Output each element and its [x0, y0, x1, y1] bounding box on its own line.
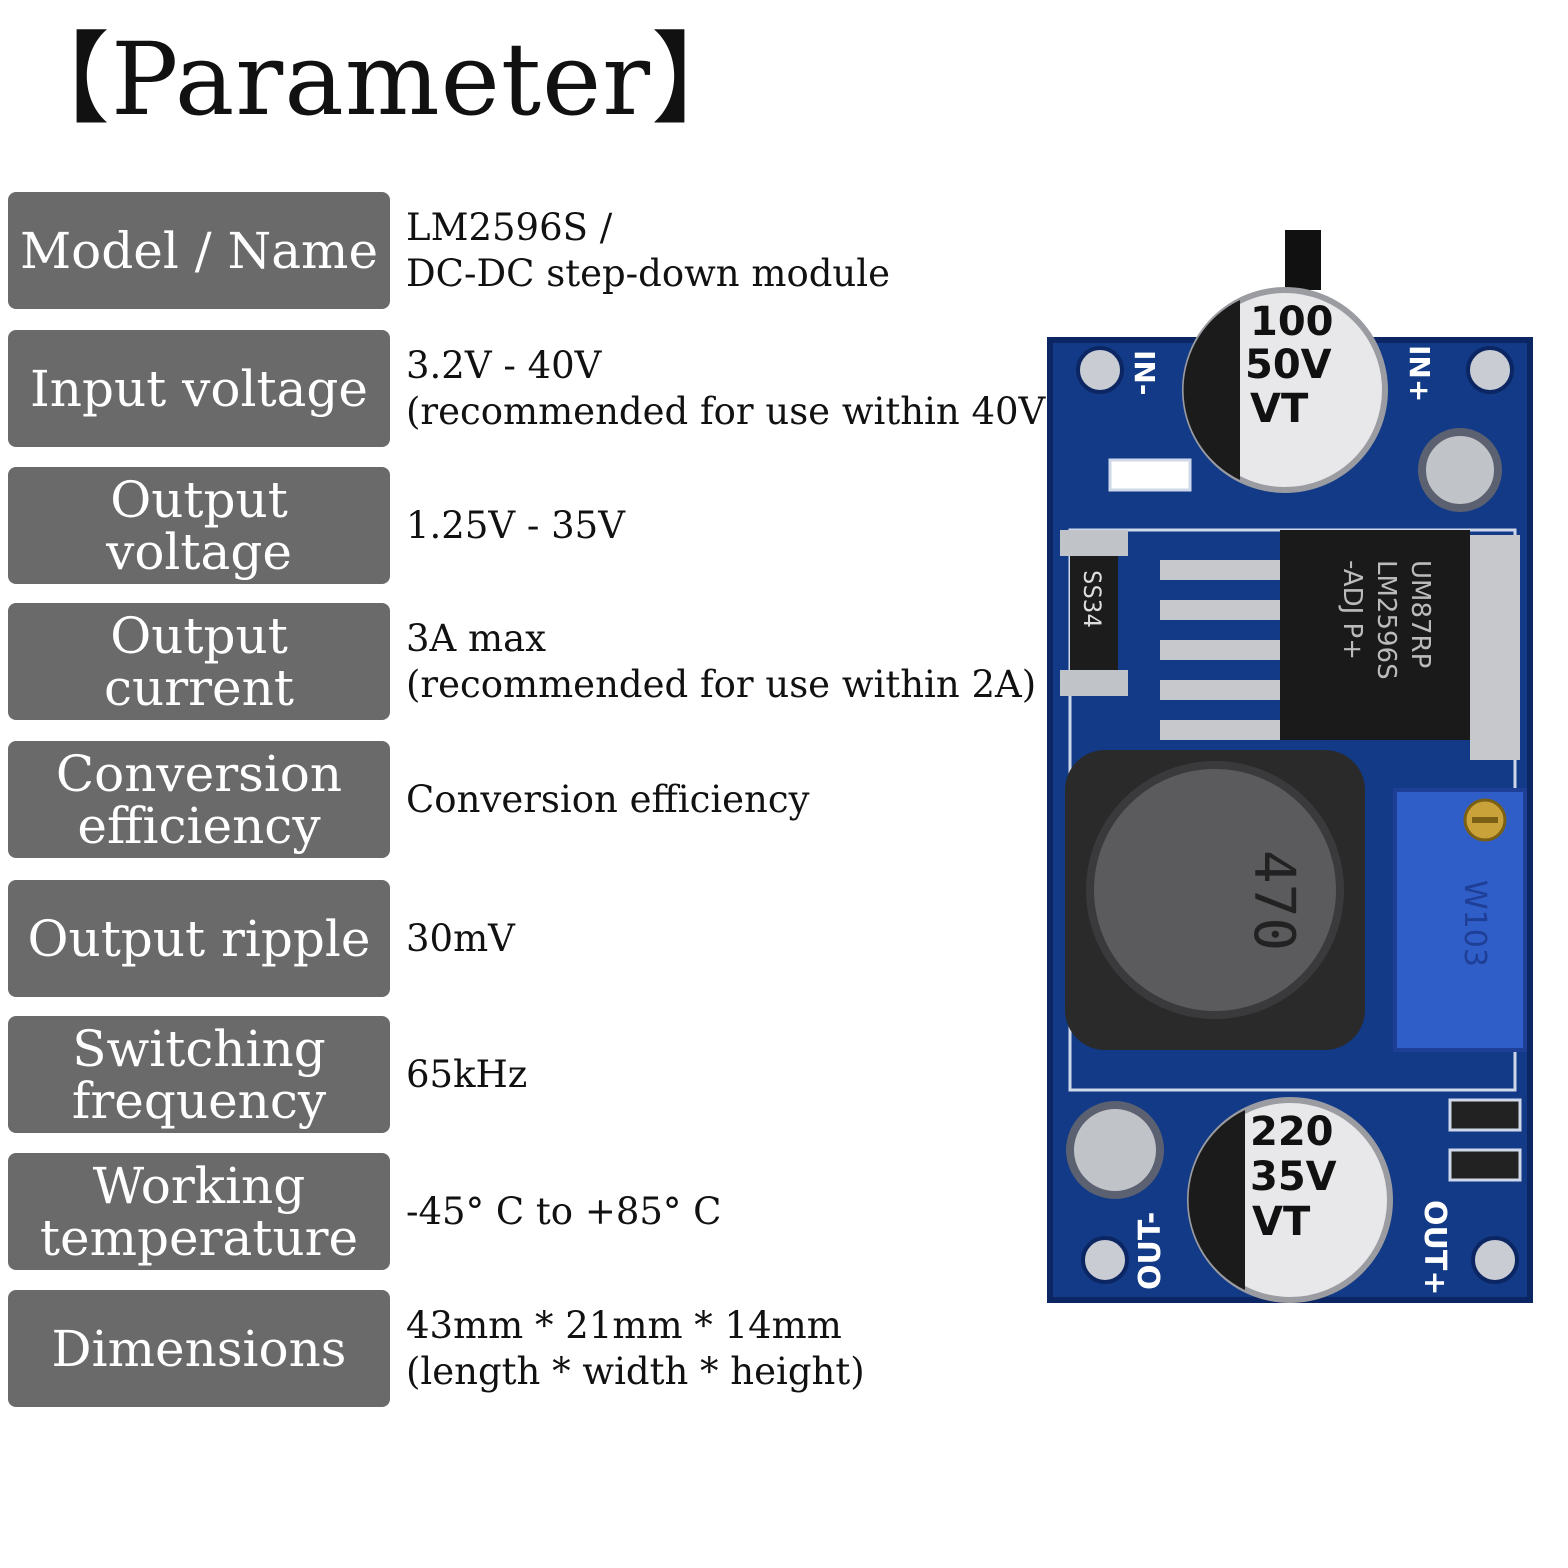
- solder-pad-out: [1066, 1101, 1164, 1199]
- pot-label: W103: [1457, 880, 1492, 967]
- parameter-value-line: 1.25V - 35V: [406, 503, 625, 547]
- mount-hole-bottom-left: [1081, 1236, 1129, 1284]
- smd-part-1: [1448, 1098, 1522, 1132]
- parameter-value-line: LM2596S /: [406, 205, 613, 249]
- regulator-ic: UM87RP LM2596S -ADJ P+: [1160, 530, 1520, 760]
- mount-hole-top-right: [1466, 346, 1514, 394]
- parameter-value-line: (recommended for use within 2A): [406, 662, 1037, 706]
- parameter-value-line: DC-DC step-down module: [406, 251, 890, 295]
- parameter-value: 1.25V - 35V: [406, 467, 1036, 584]
- parameter-value: 43mm * 21mm * 14mm(length * width * heig…: [406, 1290, 1036, 1407]
- chip-line-3: -ADJ P+: [1337, 560, 1367, 660]
- label-out-plus: OUT+: [1417, 1200, 1452, 1295]
- parameter-value-line: 3.2V - 40V: [406, 343, 602, 387]
- inductor-label: 470: [1241, 850, 1306, 951]
- label-in-minus: IN-: [1128, 350, 1161, 395]
- cap-top-line-2: 50V: [1245, 342, 1332, 388]
- cap-bottom-line-3: VT: [1252, 1199, 1311, 1245]
- parameter-value-line: 30mV: [406, 916, 515, 960]
- lm2596s-module-image: 100 50V VT IN- IN+ OUT- OUT+ SS34 UM87RP…: [1047, 230, 1533, 1303]
- parameter-label: Output current: [8, 603, 390, 720]
- capacitor-bottom: 220 35V VT: [1187, 1097, 1393, 1303]
- parameter-value: 65kHz: [406, 1016, 1036, 1133]
- potentiometer: W103: [1393, 788, 1527, 1052]
- parameter-value-line: (length * width * height): [406, 1349, 865, 1393]
- parameter-value-line: -45° C to +85° C: [406, 1189, 722, 1233]
- diode-ss34: SS34: [1060, 530, 1128, 696]
- inductor: 470: [1065, 750, 1365, 1050]
- smd-part-2: [1448, 1148, 1522, 1182]
- parameter-value: Conversion efficiency: [406, 741, 1036, 858]
- label-in-plus: IN+: [1403, 345, 1436, 402]
- parameter-value-line: 3A max: [406, 616, 547, 660]
- parameter-value-line: Conversion efficiency: [406, 777, 810, 821]
- parameter-value-line: 65kHz: [406, 1052, 528, 1096]
- parameter-value: 3A max(recommended for use within 2A): [406, 603, 1036, 720]
- parameter-value: 3.2V - 40V(recommended for use within 40…: [406, 330, 1060, 447]
- parameter-label: Working temperature: [8, 1153, 390, 1270]
- capacitor-top: 100 50V VT: [1182, 287, 1388, 493]
- page-title: 【Parameter】: [10, 21, 753, 138]
- smd-resistor-top: [1108, 458, 1192, 492]
- parameter-label: Output voltage: [8, 467, 390, 584]
- cap-top-line-3: VT: [1250, 386, 1309, 432]
- parameter-value: LM2596S /DC-DC step-down module: [406, 192, 1036, 309]
- parameter-label: Switching frequency: [8, 1016, 390, 1133]
- parameter-value: -45° C to +85° C: [406, 1153, 1036, 1270]
- mount-hole-bottom-right: [1471, 1236, 1519, 1284]
- parameter-label: Model / Name: [8, 192, 390, 309]
- label-out-minus: OUT-: [1133, 1212, 1168, 1290]
- chip-line-1: UM87RP: [1405, 560, 1435, 668]
- cap-bottom-line-2: 35V: [1250, 1154, 1337, 1200]
- diode-label: SS34: [1078, 570, 1106, 628]
- parameter-label: Output ripple: [8, 880, 390, 997]
- solder-pad-in: [1418, 428, 1502, 512]
- mount-hole-top-left: [1076, 346, 1124, 394]
- parameter-label: Input voltage: [8, 330, 390, 447]
- chip-line-2: LM2596S: [1371, 560, 1401, 680]
- cap-bottom-line-1: 220: [1250, 1109, 1334, 1155]
- parameter-value: 30mV: [406, 880, 1036, 997]
- cap-top-line-1: 100: [1250, 299, 1334, 345]
- parameter-value-line: 43mm * 21mm * 14mm: [406, 1303, 842, 1347]
- parameter-label: Conversion efficiency: [8, 741, 390, 858]
- parameter-value-line: (recommended for use within 40V): [406, 389, 1060, 433]
- parameter-label: Dimensions: [8, 1290, 390, 1407]
- wire: [1285, 230, 1321, 290]
